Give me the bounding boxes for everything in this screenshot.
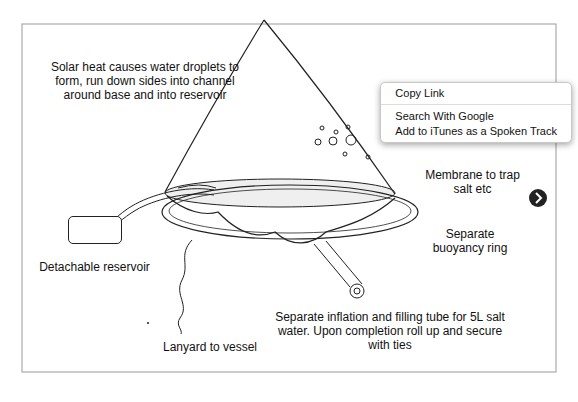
context-menu: Copy LinkSearch With GoogleAdd to iTunes… (380, 82, 572, 143)
droplets (315, 125, 370, 159)
menu-item: Add to iTunes as a Spoken Track (381, 124, 571, 139)
callout-note: Solar heat causes water droplets to form… (50, 60, 240, 102)
next-icon (529, 189, 547, 207)
node-label: Detachable reservoir (38, 260, 151, 274)
cone-side (264, 20, 395, 194)
next-icon (536, 193, 541, 203)
inflation-tube (314, 244, 350, 287)
buoyancy-ring (162, 185, 418, 239)
frame (22, 24, 556, 372)
rolled-tube (354, 288, 360, 294)
membrane (167, 196, 395, 243)
callout-note: Separate buoyancy ring (425, 227, 515, 255)
menu-item: Search With Google (381, 109, 571, 124)
callout-note: Lanyard to vessel (150, 340, 270, 354)
buoyancy-ring (169, 189, 411, 233)
dot (147, 322, 149, 324)
reservoir-box: Detachable reservoir (38, 216, 151, 274)
lanyard (178, 240, 192, 334)
reservoir-outline (68, 216, 122, 244)
channel-outlet (178, 185, 216, 188)
callout-note: Membrane to trap salt etc (420, 168, 525, 196)
inflation-tube (326, 241, 362, 284)
menu-item: Copy Link (381, 86, 571, 105)
rolled-tube (350, 284, 364, 298)
cone-side (165, 20, 264, 192)
callout-note: Separate inflation and filling tube for … (275, 310, 505, 352)
